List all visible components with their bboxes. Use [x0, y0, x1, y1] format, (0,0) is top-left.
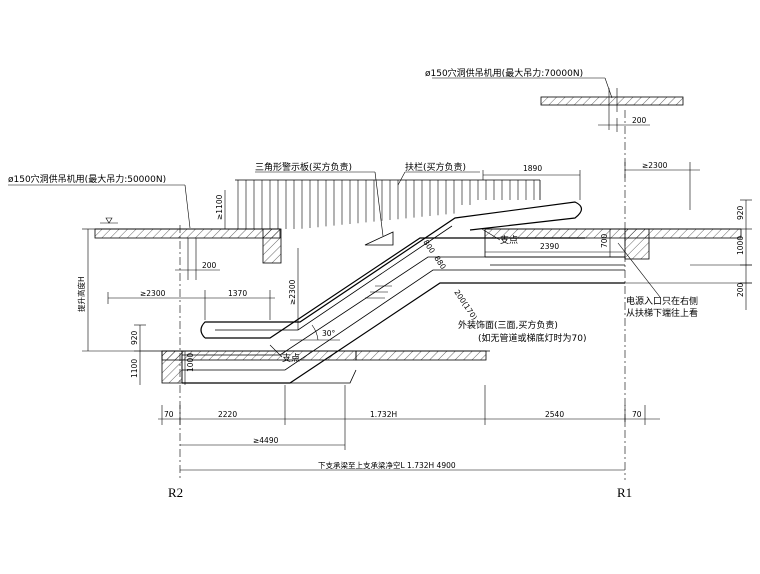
dim-920-right-text: 920	[736, 205, 745, 220]
power-inlet-line1: 电源入口只在右侧	[626, 295, 698, 307]
dim-vertical-left	[134, 324, 186, 385]
pivot-upper-leader	[481, 228, 501, 241]
balustrade	[237, 180, 535, 229]
power-leader	[617, 242, 661, 298]
lift-height-text: 提升高度H	[76, 276, 86, 312]
dim-4490-text: ≥4490	[253, 436, 279, 445]
hoist-left-leader	[8, 184, 197, 280]
bottom-floor-slab	[134, 350, 490, 384]
dim-200-right-text: 200	[736, 282, 745, 297]
upper-hoist-beam	[432, 77, 684, 130]
dim-200-top	[598, 118, 650, 132]
dim-2300-top-text: ≥2300	[642, 161, 668, 170]
handrail-leader	[397, 171, 480, 186]
dim-1890	[482, 170, 581, 200]
dim-2390-text: 2390	[540, 242, 559, 251]
pivot-lower-leader	[269, 344, 283, 358]
dim-1370	[204, 290, 275, 320]
dim-920-left-text: 920	[130, 330, 139, 345]
dim-200-left-text: 200	[202, 261, 217, 270]
dim-1000-right-text: 1000	[736, 236, 745, 255]
dim-200-top-text: 200	[632, 116, 647, 125]
warning-board	[255, 171, 394, 246]
angle-marker	[290, 324, 340, 341]
dim-70-right-text: 70	[632, 410, 642, 419]
pivot-upper-label: 支点	[500, 234, 518, 246]
left-floor-slab	[94, 228, 282, 264]
dim-1890-text: 1890	[523, 164, 542, 173]
dim-1100-top-text: ≥1100	[215, 194, 224, 220]
dim-lift-height	[82, 228, 134, 352]
dim-1732h-text: 1.732H	[370, 410, 397, 419]
dim-2300-mid-text: ≥2300	[288, 279, 297, 305]
outer-cladding-label: 外装饰面(三面,买方负责)	[458, 319, 558, 331]
pivot-lower-label: 支点	[282, 352, 300, 364]
dim-800-text: 800	[421, 238, 437, 255]
warning-board-label: 三角形警示板(买方负责)	[255, 161, 352, 173]
outer-cladding-note: (如无管道或梯底灯时为70)	[478, 332, 586, 344]
angle-text: 30°	[322, 329, 336, 338]
escalator-truss	[181, 201, 625, 384]
dim-vertical-right	[625, 199, 752, 310]
handrail-label: 扶栏(买方负责)	[405, 161, 466, 173]
dim-1100-left-text: 1100	[130, 359, 139, 378]
dim-2300-left-text: ≥2300	[140, 289, 166, 298]
dim-2300-left	[107, 292, 205, 304]
hoist-left-label: ø150穴洞供吊机用(最大吊力:50000N)	[8, 173, 166, 185]
dim-1000-left-text: 1000	[186, 353, 195, 372]
span-label: 下支承梁至上支承梁净空L 1.732H 4900	[318, 460, 456, 470]
dim-2540-text: 2540	[545, 410, 564, 419]
dim-700-text: 700	[600, 233, 609, 248]
dim-2220-text: 2220	[218, 410, 237, 419]
axis-r2: R2	[168, 485, 183, 500]
hoist-right-label: ø150穴洞供吊机用(最大吊力:70000N)	[425, 67, 583, 79]
dim-1370-text: 1370	[228, 289, 247, 298]
axis-r1: R1	[617, 485, 632, 500]
upper-floor-slab	[484, 228, 742, 260]
dim-200-170-text: 200(170)	[452, 288, 479, 322]
dim-70-left-text: 70	[164, 410, 174, 419]
dim-chain-bottom	[158, 385, 660, 471]
level-symbol	[100, 217, 118, 224]
power-inlet-line2: 从扶梯下端往上看	[626, 307, 698, 319]
